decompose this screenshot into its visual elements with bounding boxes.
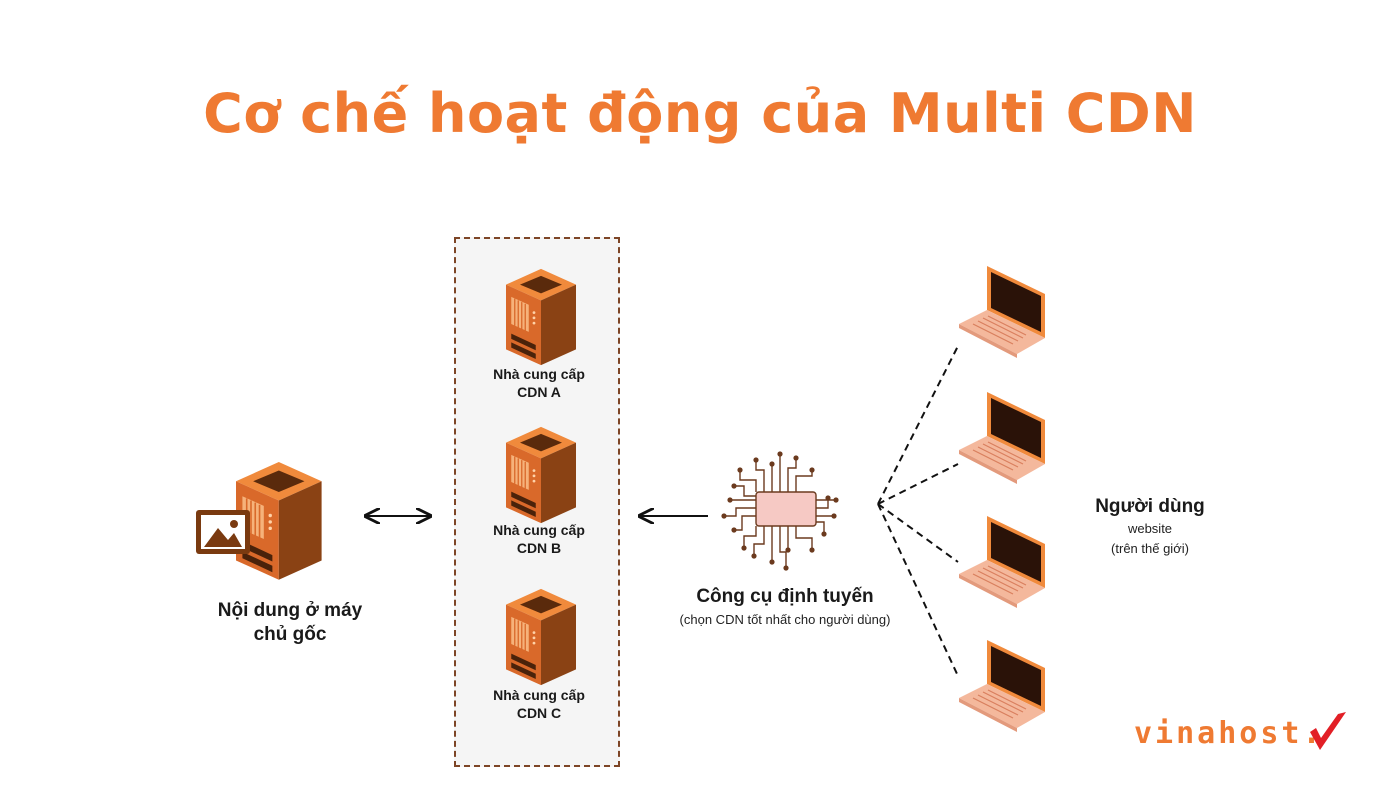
cdn-a-server-icon xyxy=(505,268,577,366)
cdn-b-server-icon xyxy=(505,426,577,524)
laptop-icon xyxy=(958,391,1046,485)
user-connection-lines xyxy=(877,345,959,677)
cdn-b-label: Nhà cung cấp CDN B xyxy=(493,522,585,556)
cdn-c-label: Nhà cung cấp CDN C xyxy=(493,687,585,721)
image-icon xyxy=(196,510,250,554)
users-sub-world: (trên thế giới) xyxy=(1111,541,1189,556)
cdn-provider-group: Nhà cung cấp CDN A Nhà cung cấp CDN B Nh… xyxy=(454,237,620,767)
checkmark-icon xyxy=(1310,712,1346,750)
origin-cdn-arrow xyxy=(362,508,434,524)
laptop-icon xyxy=(958,265,1046,359)
router-cdn-arrow xyxy=(636,508,708,524)
laptop-icon xyxy=(958,639,1046,733)
cdn-c-server-icon xyxy=(505,588,577,686)
origin-server-icon xyxy=(196,461,323,581)
brand-logo: vinahost. xyxy=(1134,716,1324,751)
users-label: Người dùng xyxy=(1095,496,1205,517)
origin-label: Nội dung ở máy chủ gốc xyxy=(217,600,363,645)
users-sub-website: website xyxy=(1127,521,1173,536)
router-chip-icon xyxy=(721,451,839,571)
router-label: Công cụ định tuyến xyxy=(696,586,874,607)
page-title: Cơ chế hoạt động của Multi CDN xyxy=(203,82,1197,145)
cdn-a-label: Nhà cung cấp CDN A xyxy=(493,366,585,400)
router-sublabel: (chọn CDN tốt nhất cho người dùng) xyxy=(679,612,891,627)
laptop-icon xyxy=(958,515,1046,609)
